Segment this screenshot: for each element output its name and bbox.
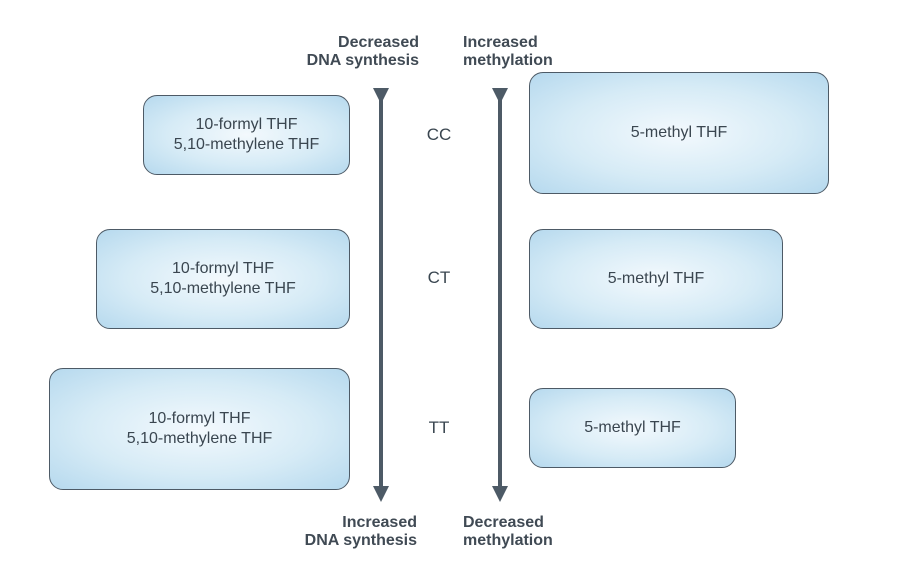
right-box-cc: 5-methyl THF bbox=[529, 72, 829, 194]
header-bottom-left-line1: Increased bbox=[342, 514, 417, 531]
genotype-cc: CC bbox=[426, 125, 452, 144]
left-box-cc-line1: 10-formyl THF bbox=[195, 116, 298, 133]
left-box-tt-line2: 5,10-methylene THF bbox=[126, 430, 273, 447]
right-box-ct: 5-methyl THF bbox=[529, 229, 783, 329]
header-bottom-right: Decreased methylation bbox=[463, 514, 553, 550]
left-box-ct-line1: 10-formyl THF bbox=[172, 260, 274, 277]
left-box-cc: 10-formyl THF 5,10-methylene THF bbox=[143, 95, 350, 175]
header-bottom-left-line2: DNA synthesis bbox=[304, 532, 417, 549]
header-top-left-line1: Decreased bbox=[338, 34, 419, 51]
right-box-tt-label: 5-methyl THF bbox=[584, 419, 681, 436]
header-top-right-line1: Increased bbox=[463, 34, 538, 51]
header-bottom-right-line2: methylation bbox=[463, 532, 553, 549]
right-box-cc-label: 5-methyl THF bbox=[630, 124, 728, 141]
header-bottom-right-line1: Decreased bbox=[463, 514, 544, 531]
left-box-ct-line2: 5,10-methylene THF bbox=[150, 280, 296, 297]
left-box-tt-line1: 10-formyl THF bbox=[148, 410, 251, 427]
right-box-tt: 5-methyl THF bbox=[529, 388, 736, 468]
left-box-cc-line2: 5,10-methylene THF bbox=[173, 136, 320, 153]
header-top-left-line2: DNA synthesis bbox=[306, 52, 419, 69]
right-box-ct-label: 5-methyl THF bbox=[607, 270, 705, 287]
left-box-tt: 10-formyl THF 5,10-methylene THF bbox=[49, 368, 350, 490]
header-bottom-left: Increased DNA synthesis bbox=[305, 514, 417, 550]
genotype-tt: TT bbox=[428, 418, 450, 437]
left-box-ct: 10-formyl THF 5,10-methylene THF bbox=[96, 229, 350, 329]
header-top-right-line2: methylation bbox=[463, 52, 553, 69]
genotype-ct: CT bbox=[427, 268, 451, 287]
header-top-right: Increased methylation bbox=[463, 34, 553, 70]
header-top-left: Decreased DNA synthesis bbox=[307, 34, 419, 70]
